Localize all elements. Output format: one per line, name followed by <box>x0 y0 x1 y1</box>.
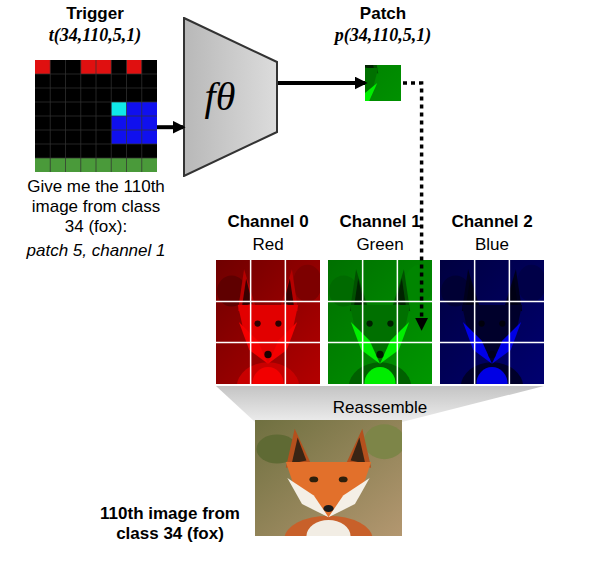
node-title: Channel 2 <box>430 212 554 232</box>
trigger-description: patch 5, channel 1 <box>14 241 178 261</box>
model-box: fθ <box>183 17 278 177</box>
node-title: 110th image from class 34 (fox) <box>90 504 250 544</box>
node-title: Patch <box>318 4 448 24</box>
node-subtitle: Red <box>216 235 320 255</box>
patch-image <box>365 65 401 101</box>
dotted-arrow <box>403 83 422 328</box>
node-subtitle: Green <box>328 235 432 255</box>
fox-image <box>255 420 402 536</box>
node-subtitle: p(34,110,5,1) <box>318 25 448 45</box>
trigger-box: Triggert(34,110,5,1) <box>28 2 162 172</box>
trigger-pixels <box>35 60 157 172</box>
flow-arrow <box>278 81 365 85</box>
channel-box: Channel 2Blue <box>440 212 544 386</box>
node-title: Reassemble <box>305 398 455 418</box>
node-title: Channel 0 <box>206 212 330 232</box>
node-title: Channel 1 <box>318 212 442 232</box>
green-channel-image <box>328 260 432 384</box>
patch-box: Patchp(34,110,5,1) <box>318 2 448 102</box>
node-title: Trigger <box>28 4 162 24</box>
blue-channel-image <box>440 260 544 384</box>
channel-box: Channel 1Green <box>328 212 432 386</box>
node-subtitle: Blue <box>440 235 544 255</box>
flow-arrow <box>157 125 183 129</box>
red-channel-image <box>216 260 320 384</box>
output-image-box: 110th image from class 34 (fox) <box>90 420 402 540</box>
node-subtitle: t(34,110,5,1) <box>28 25 162 45</box>
trigger-description: Give me the 110th image from class 34 (f… <box>26 177 166 237</box>
channel-box: Channel 0Red <box>216 212 320 386</box>
reassemble-band: Reassemble <box>216 386 544 422</box>
node-title: fθ <box>189 75 251 119</box>
